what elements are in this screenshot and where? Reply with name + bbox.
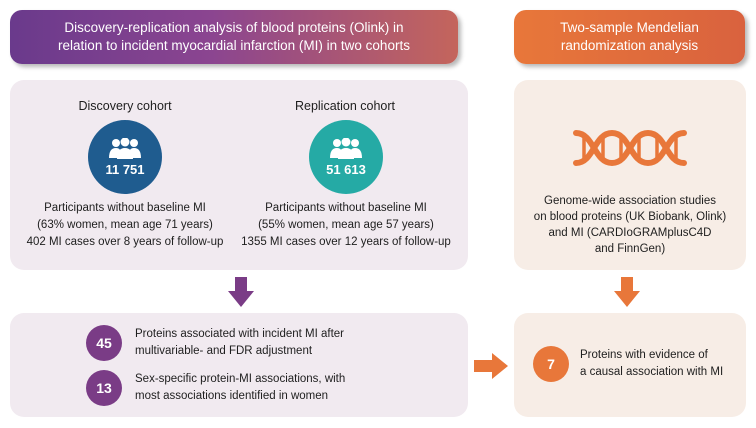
discovery-cohort-circle: 11 751	[88, 120, 162, 194]
cohorts-panel	[10, 80, 468, 270]
arrow-down-icon	[228, 277, 254, 307]
result-count-badge: 13	[86, 370, 122, 406]
mendelian-randomization-title: Two-sample Mendelian randomization analy…	[560, 20, 699, 53]
replication-line-3: 1355 MI cases over 12 years of follow-up	[241, 236, 451, 248]
gwas-description: Genome-wide association studies on blood…	[518, 193, 742, 257]
people-group-icon	[330, 137, 362, 159]
result-count-badge: 45	[86, 325, 122, 361]
discovery-cohort-description: Participants without baseline MI (63% wo…	[20, 200, 230, 251]
gwas-panel	[514, 80, 746, 270]
replication-participant-count: 51 613	[326, 161, 366, 177]
mr-result-line-2: a causal association with MI	[580, 366, 724, 378]
replication-cohort-title: Replication cohort	[294, 99, 396, 113]
gwas-line-4: and FinnGen)	[594, 243, 666, 255]
discovery-participant-count: 11 751	[105, 161, 145, 177]
arrow-down-icon	[614, 277, 640, 307]
dna-icon	[573, 129, 687, 167]
mendelian-randomization-banner: Two-sample Mendelian randomization analy…	[514, 10, 745, 64]
arrow-right-icon	[474, 353, 508, 379]
discovery-line-1: Participants without baseline MI	[44, 202, 206, 214]
replication-cohort-description: Participants without baseline MI (55% wo…	[230, 200, 462, 251]
replication-cohort-circle: 51 613	[309, 120, 383, 194]
mr-result-description: Proteins with evidence of a causal assoc…	[580, 347, 740, 381]
result-description: Proteins associated with incident MI aft…	[135, 326, 435, 360]
result-2-line-2: most associations identified in women	[135, 390, 329, 402]
gwas-line-3: and MI (CARDIoGRAMplusC4D	[548, 227, 712, 239]
replication-line-1: Participants without baseline MI	[265, 202, 427, 214]
result-1-line-2: multivariable- and FDR adjustment	[135, 345, 313, 357]
discovery-replication-banner: Discovery-replication analysis of blood …	[10, 10, 458, 64]
discovery-line-3: 402 MI cases over 8 years of follow-up	[26, 236, 224, 248]
result-2-line-1: Sex-specific protein-MI associations, wi…	[135, 373, 346, 385]
discovery-replication-title: Discovery-replication analysis of blood …	[58, 20, 410, 53]
results-panel	[10, 313, 468, 417]
mr-result-line-1: Proteins with evidence of	[580, 349, 708, 361]
discovery-line-2: (63% women, mean age 71 years)	[37, 219, 213, 231]
mr-result-count-badge: 7	[533, 346, 569, 382]
gwas-line-1: Genome-wide association studies	[544, 195, 716, 207]
gwas-line-2: on blood proteins (UK Biobank, Olink)	[533, 211, 727, 223]
result-1-line-1: Proteins associated with incident MI aft…	[135, 328, 345, 340]
discovery-cohort-title: Discovery cohort	[78, 99, 172, 113]
replication-line-2: (55% women, mean age 57 years)	[258, 219, 434, 231]
people-group-icon	[109, 137, 141, 159]
result-description: Sex-specific protein-MI associations, wi…	[135, 371, 435, 405]
